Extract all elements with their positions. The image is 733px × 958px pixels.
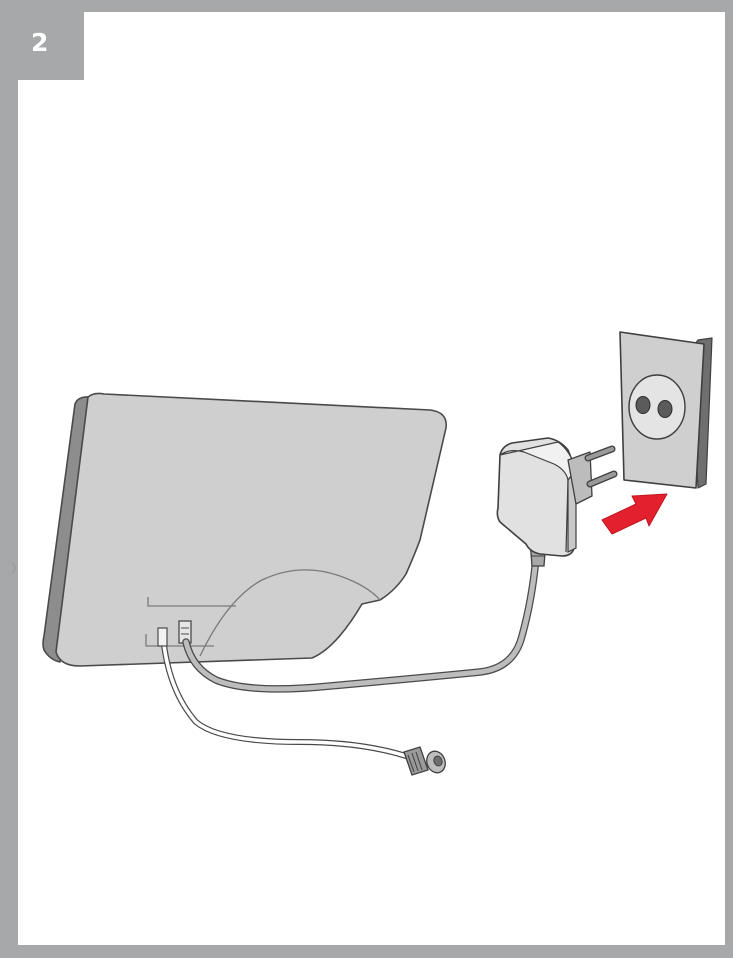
wall-socket-icon (620, 332, 712, 488)
coax-connector-icon (404, 747, 448, 775)
power-adapter-icon (497, 438, 614, 566)
insert-arrow-icon (602, 494, 667, 534)
antenna-panel-icon (43, 393, 446, 666)
device-face (56, 393, 446, 666)
edge-notch (12, 563, 16, 573)
